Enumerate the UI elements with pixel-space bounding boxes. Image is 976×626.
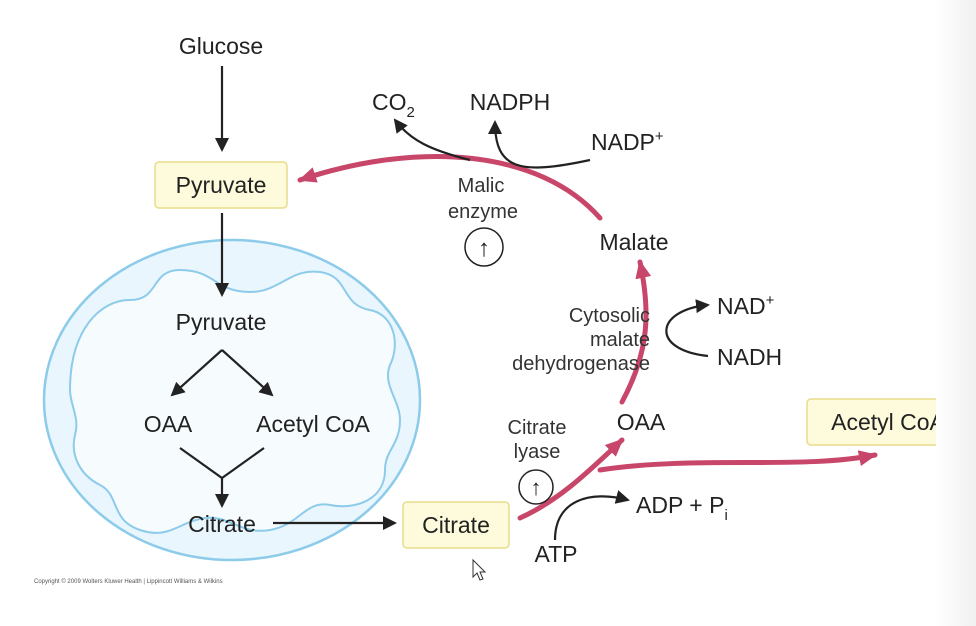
pathway-arrows [297, 154, 878, 521]
malate-to-pyruvate-arrow [297, 154, 603, 221]
copyright-text: Copyright © 2009 Wolters Kluwer Health |… [34, 578, 223, 585]
nad-label: NAD+ [717, 292, 775, 319]
pyruvate-to-oaa-arrow [170, 349, 223, 397]
nadh-label: NADH [717, 344, 782, 370]
nadp-to-nadph-arrow [488, 120, 591, 169]
citrate-lyase-label-1: Citrate [508, 417, 567, 439]
citrate-lyase-up-indicator: ↑ [518, 469, 554, 505]
black-arrows [170, 66, 710, 541]
malate-to-co2-arrow [393, 118, 471, 162]
pyruvate-to-acetylcoa-arrow [221, 349, 274, 397]
citrate-mito-label: Citrate [188, 511, 256, 537]
mdh-label-3: dehydrogenase [512, 353, 650, 375]
citrate-to-acetylcoa-arrow [597, 450, 878, 473]
citrate-cyto-label: Citrate [422, 512, 490, 538]
up-arrow-icon: ↑ [478, 235, 490, 262]
atp-to-adp-arrow [553, 490, 630, 541]
mdh-label-2: malate [590, 329, 650, 351]
pyruvate-mito-label: Pyruvate [176, 309, 267, 335]
adp-pi-label: ADP + Pi [636, 492, 728, 524]
nadp-label: NADP+ [591, 128, 664, 155]
malic-enzyme-label-1: Malic [458, 175, 505, 197]
acetylcoa-mito-label: Acetyl CoA [256, 411, 370, 437]
oaa-mito-label: OAA [144, 411, 193, 437]
pyruvate-cyto-box: Pyruvate [154, 161, 288, 209]
atp-label: ATP [534, 541, 577, 567]
pyruvate-cyto-label: Pyruvate [176, 172, 267, 198]
right-edge-fade [936, 0, 976, 626]
oaa-cyto-label: OAA [617, 409, 666, 435]
up-arrow-icon: ↑ [531, 475, 542, 500]
citrate-lyase-label-2: lyase [514, 441, 561, 463]
oaa-to-malate-arrow [619, 259, 652, 405]
malic-enzyme-label-2: enzyme [448, 201, 518, 223]
co2-label: CO2 [372, 89, 415, 121]
citrate-cyto-box: Citrate [402, 501, 510, 549]
mitochondrion [42, 238, 422, 562]
mdh-label-1: Cytosolic [569, 305, 650, 327]
citrate-to-oaa-arrow [517, 437, 625, 521]
acetylcoa-cyto-label: Acetyl CoA [831, 409, 945, 435]
glucose-label: Glucose [179, 33, 263, 59]
malic-enzyme-up-indicator: ↑ [464, 227, 504, 267]
mouse-cursor-icon [472, 558, 487, 581]
nad-nadh-arrow [665, 299, 710, 358]
nadph-label: NADPH [470, 89, 551, 115]
malate-label: Malate [599, 229, 668, 255]
